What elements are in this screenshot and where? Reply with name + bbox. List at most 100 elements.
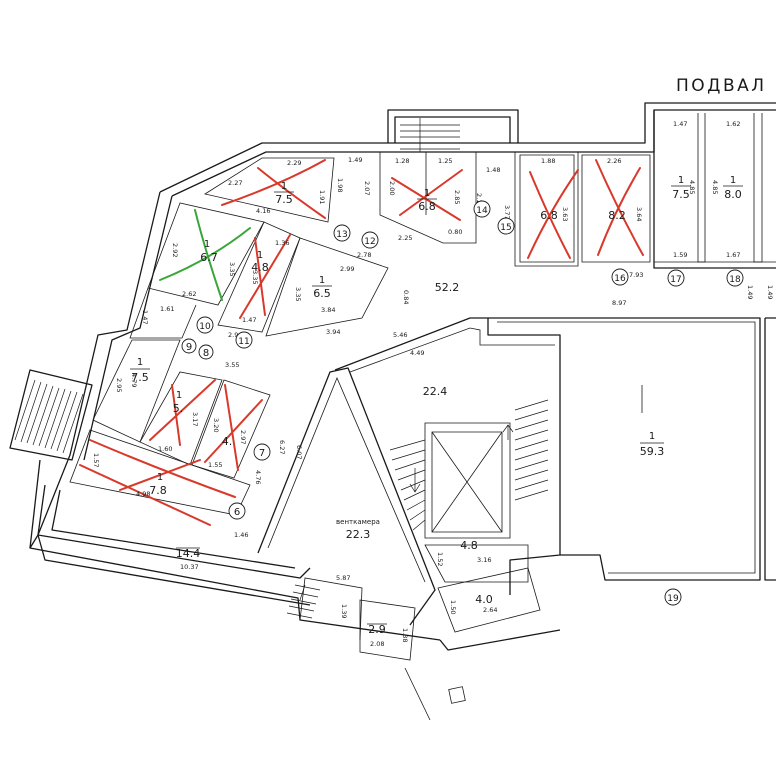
svg-text:7.8: 7.8	[149, 484, 167, 497]
svg-text:3.35: 3.35	[251, 270, 259, 284]
svg-text:5.87: 5.87	[336, 574, 350, 582]
svg-text:2.9: 2.9	[368, 623, 386, 636]
marker-17: 17	[667, 269, 685, 287]
svg-text:11: 11	[238, 337, 249, 347]
svg-text:1.91: 1.91	[318, 190, 326, 204]
svg-text:4.98: 4.98	[136, 490, 150, 498]
svg-text:2.9: 2.9	[228, 331, 238, 339]
svg-text:2.00: 2.00	[388, 181, 396, 195]
svg-text:4.8: 4.8	[460, 539, 478, 552]
svg-text:6.5: 6.5	[313, 287, 331, 300]
room-r18: 4.0	[475, 593, 493, 606]
svg-text:1: 1	[204, 239, 210, 250]
stair-left	[14, 379, 84, 454]
svg-text:1.88: 1.88	[541, 157, 555, 165]
svg-text:22.3: 22.3	[346, 528, 371, 541]
svg-text:3.77: 3.77	[503, 205, 511, 219]
svg-text:5.: 5.	[173, 402, 184, 415]
svg-text:2.27: 2.27	[228, 179, 242, 187]
svg-text:4.85: 4.85	[711, 180, 719, 194]
svg-text:2.99: 2.99	[340, 265, 354, 273]
svg-text:4.16: 4.16	[256, 207, 270, 215]
svg-text:1.50: 1.50	[449, 600, 457, 614]
room-r14: 17.8	[149, 472, 167, 497]
dimension-labels: 2.27 2.29 1.91 4.16 1.49 1.98 2.07 1.28 …	[92, 120, 774, 648]
marker-19: 19	[664, 588, 682, 606]
room-r17: 4.8	[460, 539, 478, 552]
stair-central-right	[502, 399, 549, 501]
svg-text:2.62: 2.62	[182, 290, 196, 298]
marker-9: 9	[181, 338, 197, 354]
room-r7: 16.7	[200, 239, 218, 264]
svg-text:1.60: 1.60	[158, 445, 172, 453]
svg-text:4.: 4.	[222, 435, 233, 448]
svg-text:19: 19	[667, 594, 679, 604]
svg-text:2.26: 2.26	[607, 157, 621, 165]
room-r11: 17.5	[131, 357, 149, 384]
svg-text:2.08: 2.08	[370, 640, 384, 648]
svg-text:1: 1	[137, 357, 143, 368]
svg-text:7.5: 7.5	[672, 188, 690, 201]
room-r16: 159.3	[640, 431, 665, 458]
room-r3: 6.8	[540, 209, 558, 222]
svg-text:2.97: 2.97	[239, 430, 247, 444]
svg-text:4.76: 4.76	[254, 470, 262, 484]
room-r12: 15.	[173, 390, 184, 415]
room-r9: 16.5	[313, 275, 331, 300]
svg-text:13: 13	[336, 230, 347, 240]
svg-text:1.49: 1.49	[766, 285, 774, 299]
svg-text:1.28: 1.28	[395, 157, 409, 165]
svg-text:1.52: 1.52	[436, 552, 444, 566]
svg-text:1.67: 1.67	[726, 251, 740, 259]
marker-11: 11	[235, 331, 253, 349]
room-r10: 52.2	[435, 281, 460, 294]
svg-text:15: 15	[500, 223, 511, 233]
svg-text:4.8: 4.8	[251, 261, 269, 274]
svg-text:22.4: 22.4	[423, 385, 448, 398]
svg-text:3.94: 3.94	[326, 328, 340, 336]
svg-text:6: 6	[234, 507, 240, 518]
room-r20: 2.9	[368, 623, 386, 636]
svg-text:14.4: 14.4	[176, 547, 201, 560]
svg-text:2.85: 2.85	[453, 190, 461, 204]
svg-text:7.5: 7.5	[275, 193, 293, 206]
svg-text:1.55: 1.55	[208, 461, 222, 469]
room-r2: 16.8	[418, 188, 436, 213]
svg-text:1.49: 1.49	[348, 156, 362, 164]
svg-text:1.46: 1.46	[234, 531, 248, 539]
room-r6: 18.0	[724, 175, 742, 201]
svg-text:2.25: 2.25	[398, 234, 412, 242]
svg-text:7: 7	[259, 448, 265, 459]
room-r5: 17.5	[672, 175, 690, 201]
svg-text:8: 8	[203, 348, 209, 359]
svg-text:2.95: 2.95	[115, 378, 123, 392]
svg-text:14: 14	[476, 206, 488, 216]
svg-text:1.36: 1.36	[275, 239, 289, 247]
stair-top	[400, 118, 460, 152]
svg-text:3.35: 3.35	[294, 287, 302, 301]
svg-text:1.47: 1.47	[242, 316, 256, 324]
stairs	[14, 118, 549, 619]
svg-text:венткамера: венткамера	[336, 518, 380, 526]
svg-text:18: 18	[729, 275, 741, 285]
svg-text:3.64: 3.64	[635, 207, 643, 221]
svg-text:1: 1	[176, 390, 182, 401]
room-labels: 17.5 16.8 6.8 8.2 17.5 18.0 16.7 14.8 16…	[131, 175, 742, 636]
svg-text:0.84: 0.84	[402, 290, 410, 304]
area-underlines	[130, 185, 743, 625]
svg-text:1: 1	[678, 175, 684, 186]
svg-text:6.27: 6.27	[278, 440, 286, 454]
svg-text:1.48: 1.48	[486, 166, 500, 174]
svg-text:1: 1	[257, 250, 263, 261]
svg-text:1.38: 1.38	[401, 628, 409, 642]
marker-18: 18	[726, 269, 744, 287]
svg-text:4.79: 4.79	[130, 373, 138, 387]
cross-out-marks	[79, 159, 644, 526]
room-r4: 8.2	[608, 209, 626, 222]
svg-text:6.8: 6.8	[540, 209, 558, 222]
svg-text:16: 16	[614, 274, 626, 284]
marker-6: 6	[228, 502, 246, 520]
svg-text:3.20: 3.20	[212, 418, 220, 432]
svg-text:1.98: 1.98	[336, 178, 344, 192]
